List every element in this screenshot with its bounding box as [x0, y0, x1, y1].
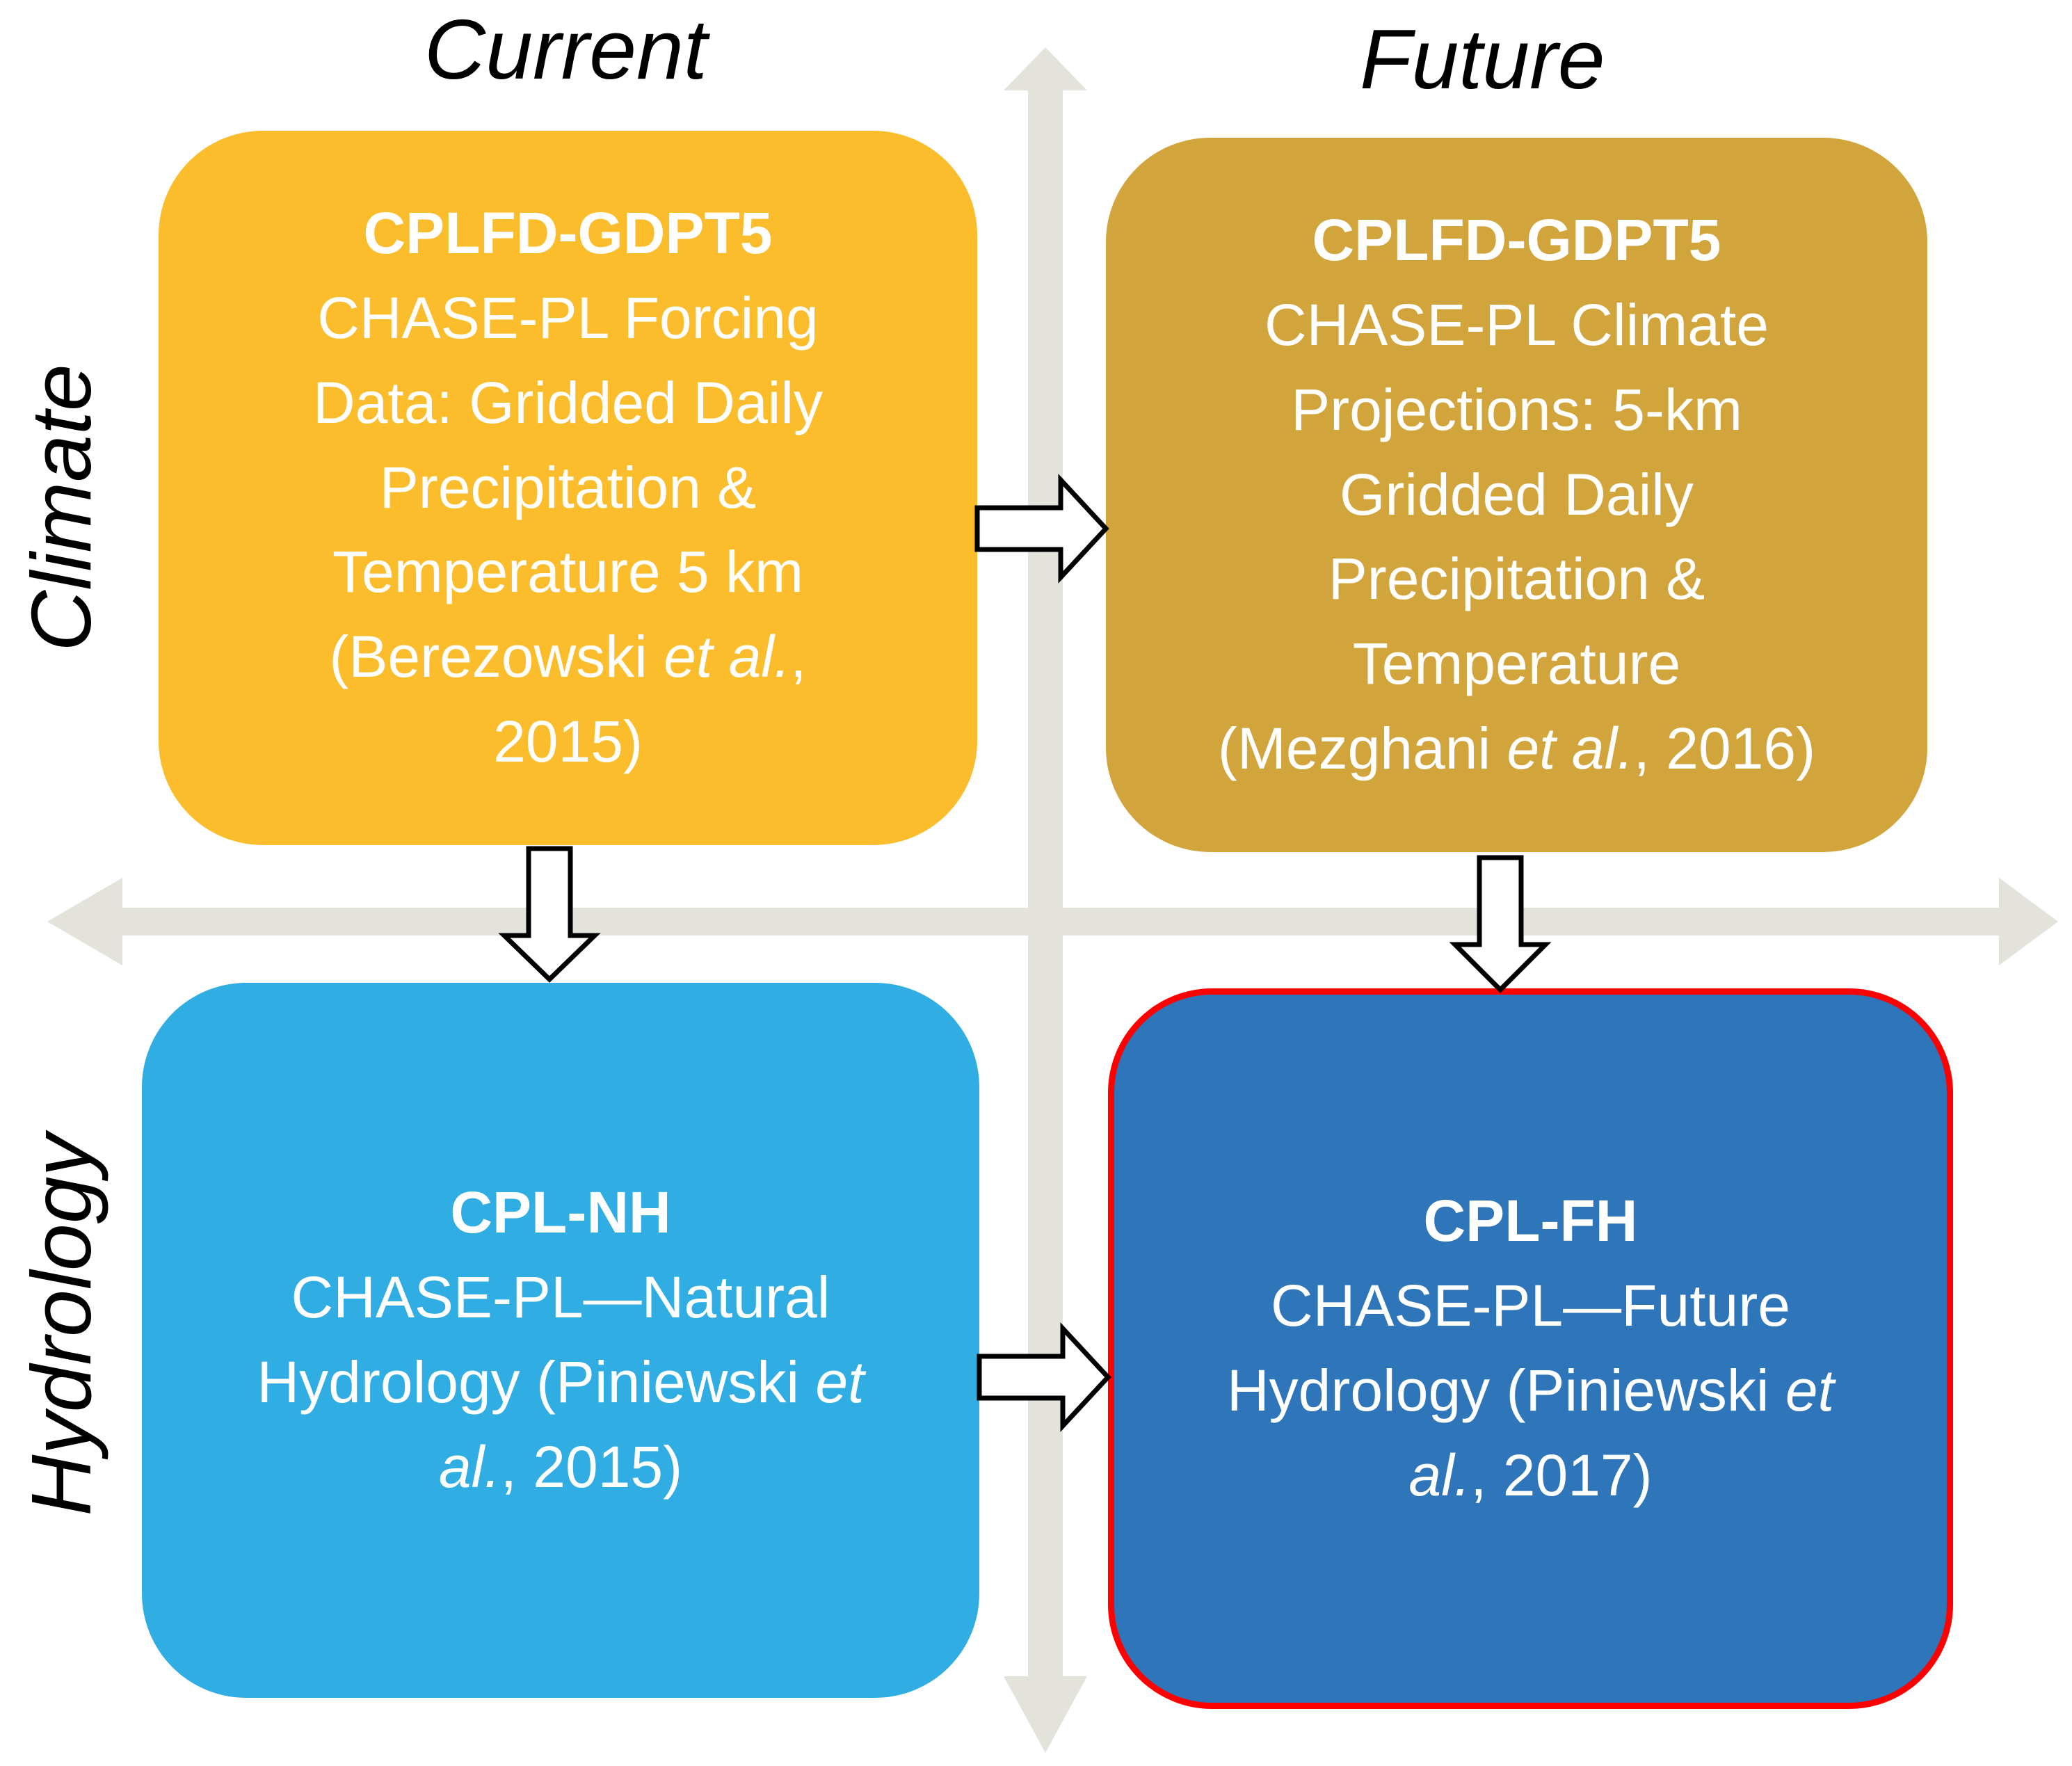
box-code: CPL-NH	[450, 1180, 671, 1246]
box-text-line: Data: Gridded Daily	[313, 369, 823, 435]
box-text-line: Precipitation &	[1328, 546, 1705, 612]
box-text-line: CHASE-PL—Future	[1271, 1273, 1790, 1339]
citation-tail: al., 2015)	[438, 1434, 683, 1500]
box-text-line: Temperature 5 km	[332, 539, 803, 605]
right-arrow-climate	[974, 474, 1109, 584]
box-code: CPLFD-GDPT5	[363, 200, 773, 266]
box-text-line: CHASE-PL Climate	[1264, 292, 1769, 358]
box-future-climate: CPLFD-GDPT5 CHASE-PL Climate Projections…	[1106, 138, 1927, 852]
vertical-axis-double-arrow	[1004, 47, 1087, 1753]
column-heading-current: Current	[424, 2, 707, 97]
box-text-line: Gridded Daily	[1340, 461, 1694, 527]
citation-year: 2015)	[493, 708, 643, 774]
column-heading-future: Future	[1360, 12, 1605, 106]
box-text-line: CHASE-PL Forcing	[317, 285, 819, 351]
box-text-line: Precipitation &	[379, 454, 757, 520]
citation: Hydrology (Piniewski et	[1227, 1358, 1834, 1423]
box-text-line: Projections: 5-km	[1291, 376, 1742, 442]
horizontal-axis-double-arrow	[47, 878, 2058, 965]
citation-tail: al., 2017)	[1408, 1442, 1653, 1508]
box-text-line: CHASE-PL—Natural	[291, 1265, 830, 1331]
box-current-hydrology: CPL-NH CHASE-PL—Natural Hydrology (Pinie…	[142, 983, 979, 1698]
box-text-line: Temperature	[1352, 631, 1681, 697]
box-current-climate: CPLFD-GDPT5 CHASE-PL Forcing Data: Gridd…	[159, 131, 977, 845]
citation: Hydrology (Piniewski et	[257, 1349, 865, 1415]
down-arrow-current	[498, 846, 601, 983]
right-arrow-hydrology	[977, 1322, 1111, 1432]
box-code: CPL-FH	[1423, 1188, 1638, 1254]
box-future-hydrology: CPL-FH CHASE-PL—Future Hydrology (Piniew…	[1108, 988, 1953, 1709]
citation: (Berezowski et al.,	[329, 624, 807, 690]
citation: (Mezghani et al., 2016)	[1217, 715, 1816, 781]
down-arrow-future	[1449, 855, 1552, 993]
box-code: CPLFD-GDPT5	[1312, 207, 1721, 273]
